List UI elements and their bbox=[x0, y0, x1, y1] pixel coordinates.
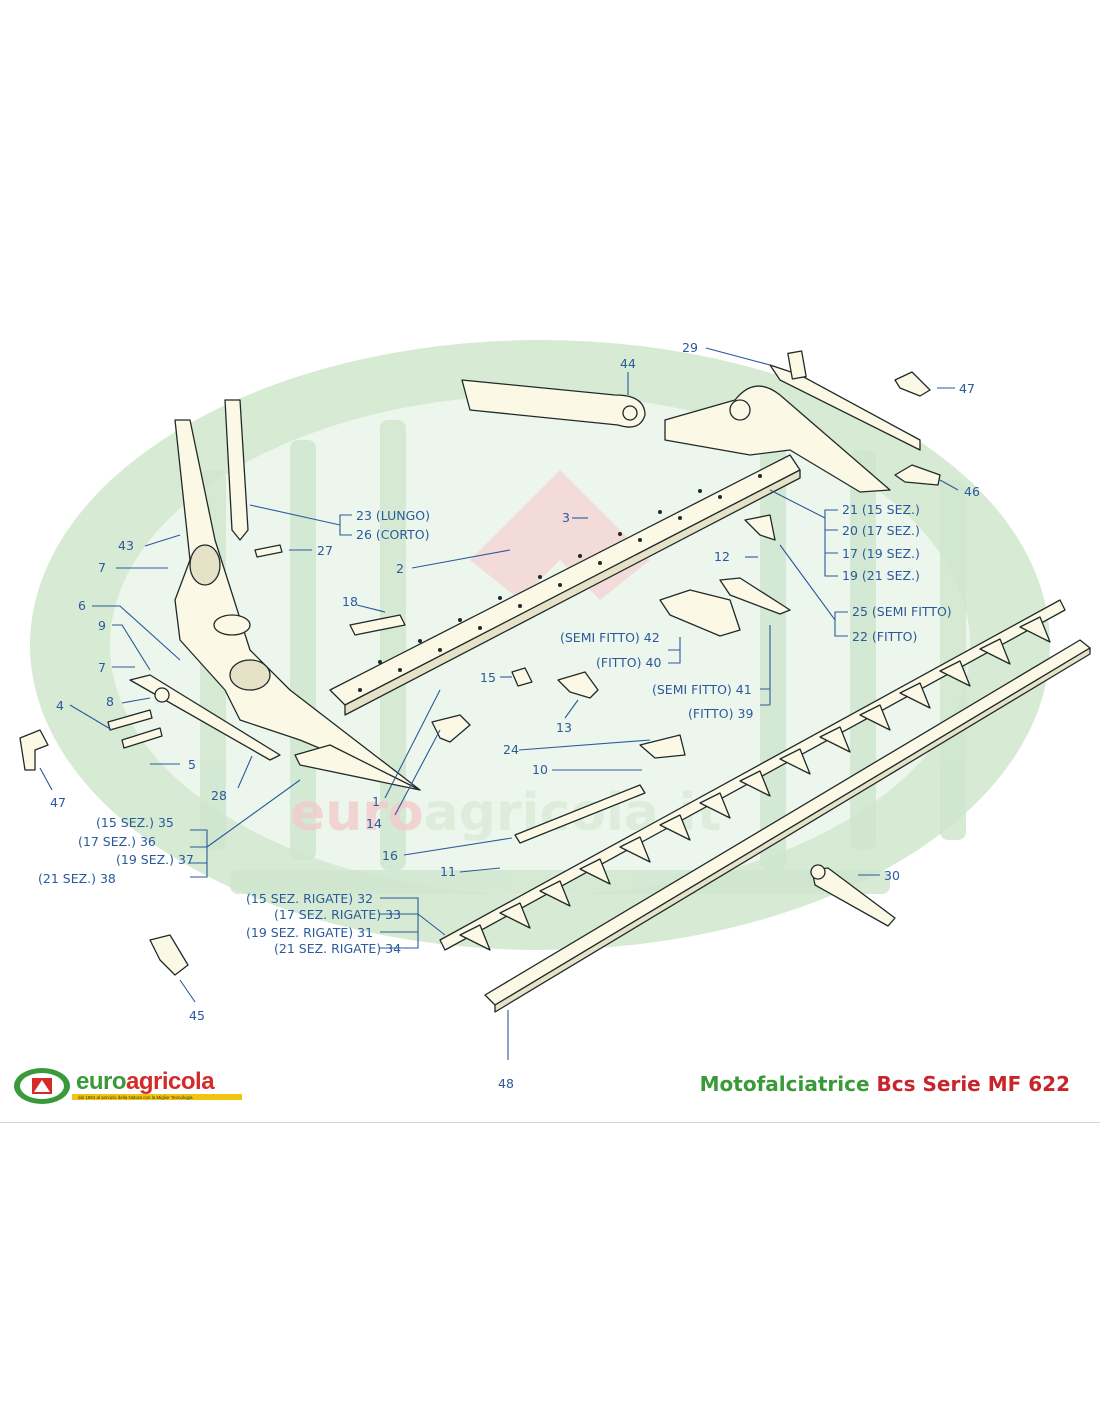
label-45: 45 bbox=[189, 1008, 205, 1023]
label-8: 8 bbox=[106, 694, 114, 709]
label-2: 2 bbox=[396, 561, 404, 576]
label-32: (15 SEZ. RIGATE) 32 bbox=[246, 891, 373, 906]
title-green: Motofalciatrice bbox=[699, 1072, 870, 1096]
label-7-lower: 7 bbox=[98, 660, 106, 675]
label-47-left: 47 bbox=[50, 795, 66, 810]
label-27: 27 bbox=[317, 543, 333, 558]
label-18: 18 bbox=[342, 594, 358, 609]
label-9: 9 bbox=[98, 618, 106, 633]
lever-30 bbox=[811, 867, 896, 927]
label-6: 6 bbox=[78, 598, 86, 613]
callouts: 29 44 47 46 23 (LUNGO) 26 (CORTO) 27 43 … bbox=[38, 340, 980, 1023]
label-11: 11 bbox=[440, 864, 456, 879]
label-23-lungo: 23 (LUNGO) bbox=[356, 508, 430, 523]
label-16: 16 bbox=[382, 848, 398, 863]
label-22: 22 (FITTO) bbox=[852, 629, 917, 644]
label-12: 12 bbox=[714, 549, 730, 564]
label-29: 29 bbox=[682, 340, 698, 355]
label-28: 28 bbox=[211, 788, 227, 803]
right-shoe-bracket bbox=[664, 385, 891, 493]
label-19: 19 (21 SEZ.) bbox=[842, 568, 920, 583]
label-35: (15 SEZ.) 35 bbox=[96, 815, 174, 830]
label-31: (19 SEZ. RIGATE) 31 bbox=[246, 925, 373, 940]
label-15: 15 bbox=[480, 670, 496, 685]
label-21: 21 (15 SEZ.) bbox=[842, 502, 920, 517]
label-41: (SEMI FITTO) 41 bbox=[652, 682, 752, 697]
footer-divider bbox=[0, 1122, 1100, 1123]
label-47-right: 47 bbox=[959, 381, 975, 396]
logo-tagline: dal 1984 al servizio della Natura con la… bbox=[78, 1095, 193, 1100]
label-14: 14 bbox=[366, 816, 382, 831]
knife-head bbox=[514, 784, 646, 844]
label-4: 4 bbox=[56, 698, 64, 713]
label-34: (21 SEZ. RIGATE) 34 bbox=[274, 941, 401, 956]
spacer-18 bbox=[349, 614, 406, 636]
label-25: 25 (SEMI FITTO) bbox=[852, 604, 952, 619]
label-42: (SEMI FITTO) 42 bbox=[560, 630, 660, 645]
parts bbox=[19, 350, 1091, 1013]
logo-euro: euro bbox=[76, 1068, 127, 1095]
title-red: Bcs Serie MF 622 bbox=[876, 1072, 1070, 1096]
logo-agricola: agricola bbox=[126, 1068, 215, 1095]
label-17: 17 (19 SEZ.) bbox=[842, 546, 920, 561]
leader-lines bbox=[39, 347, 959, 1060]
label-3: 3 bbox=[562, 510, 570, 525]
part-44-arm bbox=[461, 379, 646, 428]
knife-sections bbox=[459, 616, 1051, 951]
label-26-corto: 26 (CORTO) bbox=[356, 527, 429, 542]
label-40: (FITTO) 40 bbox=[596, 655, 661, 670]
logo-wordmark: euroagricola bbox=[76, 1068, 215, 1096]
label-10: 10 bbox=[532, 762, 548, 777]
brand-logo bbox=[14, 1068, 242, 1104]
label-37: (19 SEZ.) 37 bbox=[116, 852, 194, 867]
label-38: (21 SEZ.) 38 bbox=[38, 871, 116, 886]
finger-guard-42-40 bbox=[659, 589, 741, 637]
label-1: 1 bbox=[372, 794, 380, 809]
label-13: 13 bbox=[556, 720, 572, 735]
label-24: 24 bbox=[503, 742, 519, 757]
label-7-upper: 7 bbox=[98, 560, 106, 575]
left-shoe bbox=[174, 419, 421, 791]
page-number: 48 bbox=[498, 1076, 514, 1091]
page-title: Motofalciatrice Bcs Serie MF 622 bbox=[700, 1072, 1070, 1096]
label-46: 46 bbox=[964, 484, 980, 499]
label-20: 20 (17 SEZ.) bbox=[842, 523, 920, 538]
label-33: (17 SEZ. RIGATE) 33 bbox=[274, 907, 401, 922]
label-36: (17 SEZ.) 36 bbox=[78, 834, 156, 849]
label-43: 43 bbox=[118, 538, 134, 553]
label-30: 30 bbox=[884, 868, 900, 883]
finger-bar-plate bbox=[294, 744, 421, 791]
label-39: (FITTO) 39 bbox=[688, 706, 753, 721]
label-44: 44 bbox=[620, 356, 636, 371]
label-5: 5 bbox=[188, 757, 196, 772]
